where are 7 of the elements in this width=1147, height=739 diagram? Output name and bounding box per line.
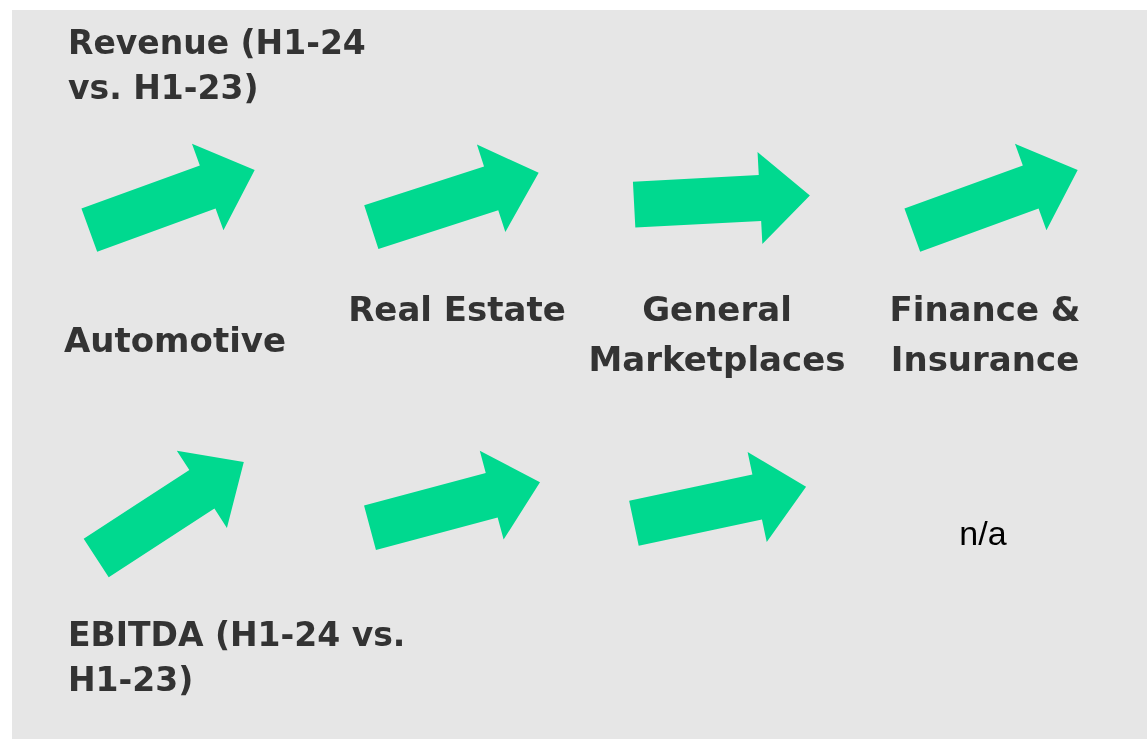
category-label: Finance & Insurance <box>888 288 1082 381</box>
row-heading: EBITDA (H1-24 vs. H1-23) <box>68 614 407 701</box>
category-label: Automotive <box>62 319 287 362</box>
row-heading: Revenue (H1-24 vs. H1-23) <box>68 22 367 109</box>
category-label: General Marketplaces <box>587 288 847 381</box>
category-label: Real Estate <box>347 288 567 331</box>
status-text: n/a <box>958 513 1008 554</box>
